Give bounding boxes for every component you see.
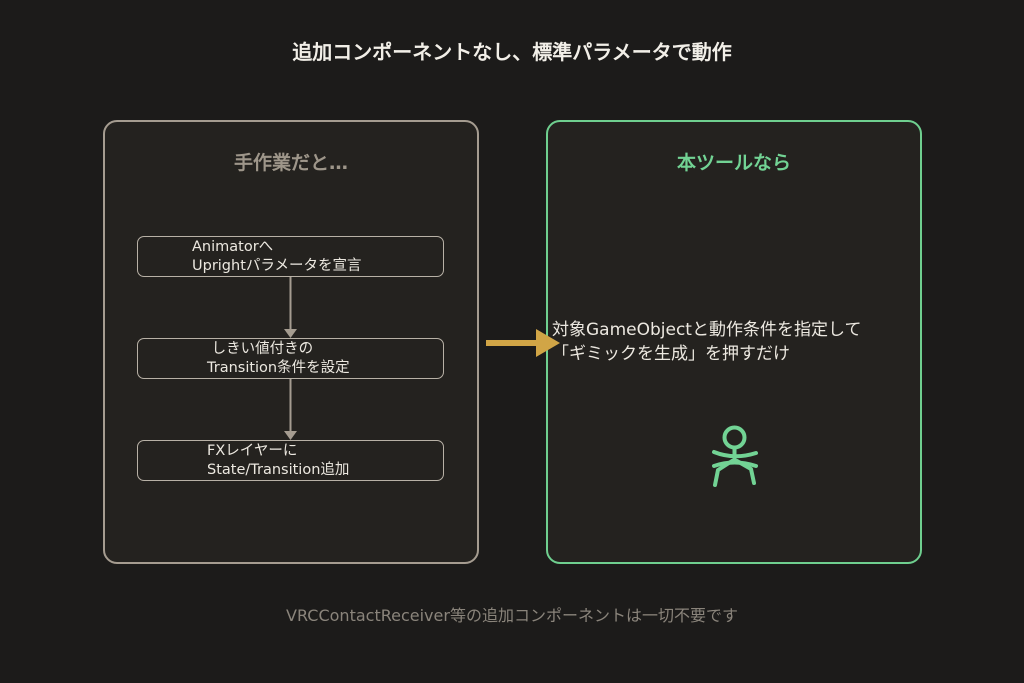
footnote: VRCContactReceiver等の追加コンポーネントは一切不要です <box>286 606 738 625</box>
person-icon <box>712 425 758 487</box>
page-title: 追加コンポーネントなし、標準パラメータで動作 <box>292 40 732 64</box>
tool-panel: 本ツールなら <box>546 120 922 564</box>
step-label: しきい値付きの Transition条件を設定 <box>207 341 350 376</box>
step-label: Animatorへ Uprightパラメータを宣言 <box>192 239 362 274</box>
step-box-set-condition: しきい値付きの Transition条件を設定 <box>137 338 444 379</box>
connector-2-3-arrowhead <box>284 431 297 440</box>
manual-panel-heading: 手作業だと… <box>233 152 348 174</box>
step-box-add-fx-layer: FXレイヤーに State/Transition追加 <box>137 440 444 481</box>
connector-1-2-arrowhead <box>284 329 297 338</box>
step-label: FXレイヤーに State/Transition追加 <box>207 443 350 478</box>
tool-description: 対象GameObjectと動作条件を指定して 「ギミックを生成」を押すだけ <box>552 320 862 364</box>
tool-panel-heading: 本ツールなら <box>676 152 791 174</box>
step-box-declare-parameter: Animatorへ Uprightパラメータを宣言 <box>137 236 444 277</box>
transition-arrow-head <box>536 329 560 357</box>
